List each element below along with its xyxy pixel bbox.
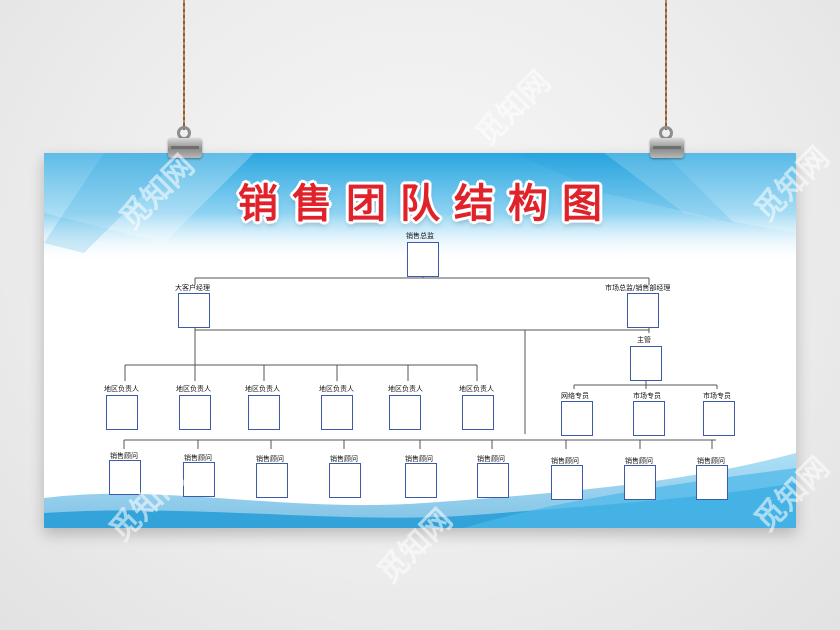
node-label-regional-manager: 地区负责人 <box>245 385 280 393</box>
binder-clip-right <box>650 126 684 162</box>
node-label-sales-consultant: 销售顾问 <box>697 457 725 465</box>
node-box-sales-consultant <box>183 462 215 497</box>
hanging-string-right <box>665 0 667 130</box>
node-box-sales-consultant <box>696 465 728 500</box>
binder-clip-left <box>168 126 202 162</box>
node-box-specialist <box>561 401 593 436</box>
node-label-director: 销售总监 <box>406 232 434 240</box>
node-label-specialist: 市场专员 <box>703 392 731 400</box>
node-label-sales-consultant: 销售顾问 <box>551 457 579 465</box>
node-label-marketing-director: 市场总监/销售部经理 <box>605 284 671 292</box>
node-label-regional-manager: 地区负责人 <box>319 385 354 393</box>
watermark: 觅知网 <box>469 64 558 153</box>
node-label-sales-consultant: 销售顾问 <box>184 454 212 462</box>
node-label-regional-manager: 地区负责人 <box>176 385 211 393</box>
hanging-string-left <box>183 0 185 130</box>
node-label-sales-consultant: 销售顾问 <box>330 455 358 463</box>
node-label-sales-consultant: 销售顾问 <box>625 457 653 465</box>
node-box-sales-consultant <box>551 465 583 500</box>
node-box-sales-consultant <box>624 465 656 500</box>
node-box-regional-manager <box>106 395 138 430</box>
node-label-key-account-manager: 大客户经理 <box>175 284 210 292</box>
node-box-regional-manager <box>321 395 353 430</box>
node-box-sales-consultant <box>256 463 288 498</box>
org-chart-board: 销售团队结构图 <box>44 153 796 528</box>
node-box-sales-consultant <box>329 463 361 498</box>
node-box-marketing-director <box>627 293 659 328</box>
node-box-regional-manager <box>389 395 421 430</box>
node-box-regional-manager <box>248 395 280 430</box>
node-label-sales-consultant: 销售顾问 <box>477 455 505 463</box>
node-label-specialist: 市场专员 <box>633 392 661 400</box>
node-box-sales-consultant <box>477 463 509 498</box>
node-label-regional-manager: 地区负责人 <box>459 385 494 393</box>
node-box-sales-consultant <box>109 460 141 495</box>
node-label-sales-consultant: 销售顾问 <box>405 455 433 463</box>
node-box-specialist <box>633 401 665 436</box>
connector-lines <box>123 277 718 449</box>
node-box-regional-manager <box>179 395 211 430</box>
node-label-sales-consultant: 销售顾问 <box>256 455 284 463</box>
node-label-specialist: 网络专员 <box>561 392 589 400</box>
node-box-supervisor <box>630 346 662 381</box>
node-box-key-account-manager <box>178 293 210 328</box>
node-label-supervisor: 主管 <box>637 336 651 344</box>
node-label-sales-consultant: 销售顾问 <box>110 452 138 460</box>
node-box-director <box>407 242 439 277</box>
node-box-specialist <box>703 401 735 436</box>
node-box-sales-consultant <box>405 463 437 498</box>
node-box-regional-manager <box>462 395 494 430</box>
page-title: 销售团队结构图 <box>238 181 616 227</box>
node-label-regional-manager: 地区负责人 <box>388 385 423 393</box>
node-label-regional-manager: 地区负责人 <box>104 385 139 393</box>
